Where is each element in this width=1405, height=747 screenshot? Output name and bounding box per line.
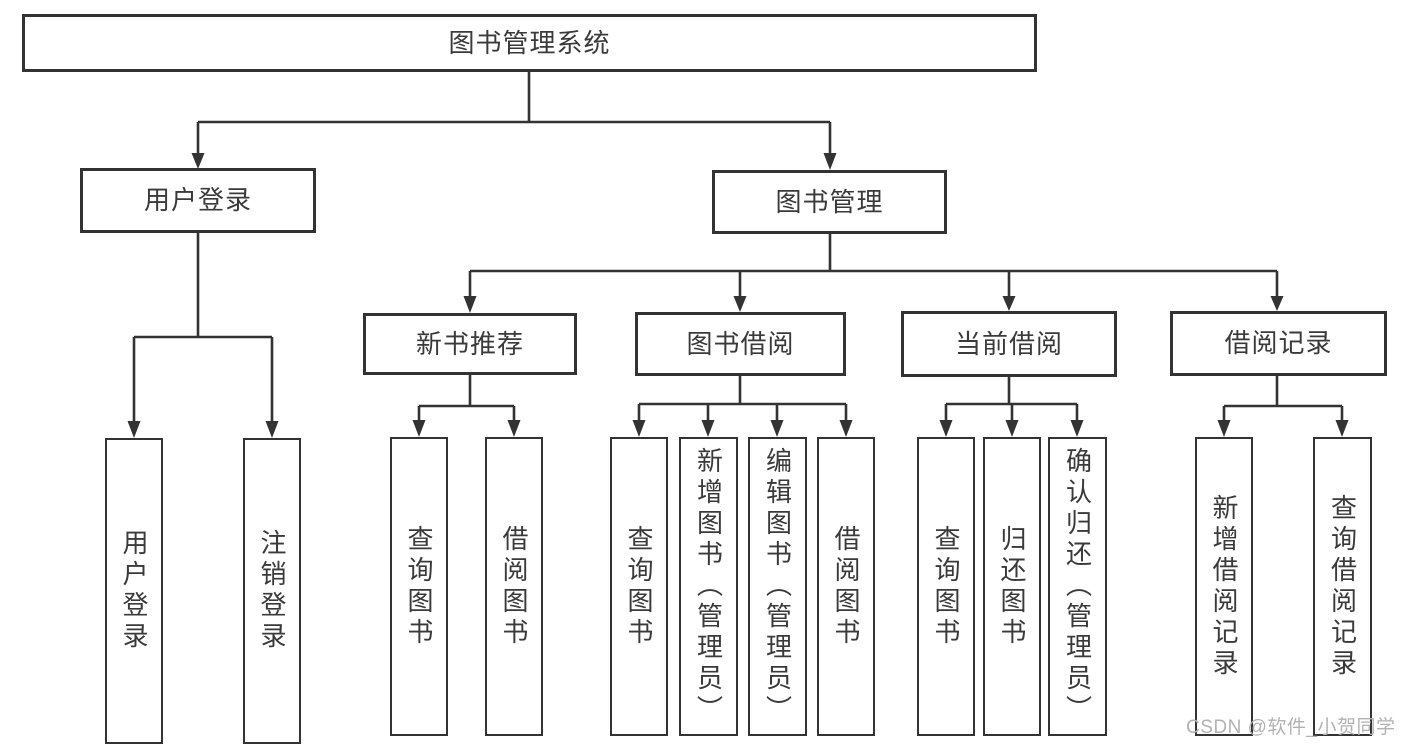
leaf-logout-login: 注销登录	[243, 438, 301, 744]
leaf-return-books: 归还图书	[983, 437, 1041, 736]
leaf-borrow-books-borrow: 借阅图书	[817, 437, 875, 736]
leaf-user-login: 用户登录	[105, 438, 163, 744]
watermark: CSDN @软件_小贺同学	[1186, 717, 1396, 738]
leaf-query-books-current: 查询图书	[917, 437, 975, 736]
leaf-query-books-recommend: 查询图书	[390, 437, 448, 736]
node-new-book-recommendation: 新书推荐	[363, 313, 577, 375]
leaf-edit-book-admin: 编辑图书（管理员）	[748, 437, 807, 736]
leaf-query-borrow-record: 查询借阅记录	[1313, 437, 1372, 736]
node-current-borrowing: 当前借阅	[901, 311, 1117, 377]
leaf-borrow-books-recommend: 借阅图书	[485, 437, 543, 736]
node-borrowing-records: 借阅记录	[1170, 311, 1387, 376]
leaf-confirm-return-admin: 确认归还（管理员）	[1048, 437, 1107, 736]
node-library-management-system: 图书管理系统	[22, 14, 1037, 72]
node-user-login: 用户登录	[80, 168, 316, 233]
leaf-add-book-admin: 新增图书（管理员）	[679, 437, 738, 736]
node-book-management: 图书管理	[712, 170, 947, 234]
leaf-add-borrow-record: 新增借阅记录	[1195, 437, 1253, 736]
node-book-borrowing: 图书借阅	[635, 312, 846, 376]
leaf-query-books-borrow: 查询图书	[610, 437, 668, 736]
